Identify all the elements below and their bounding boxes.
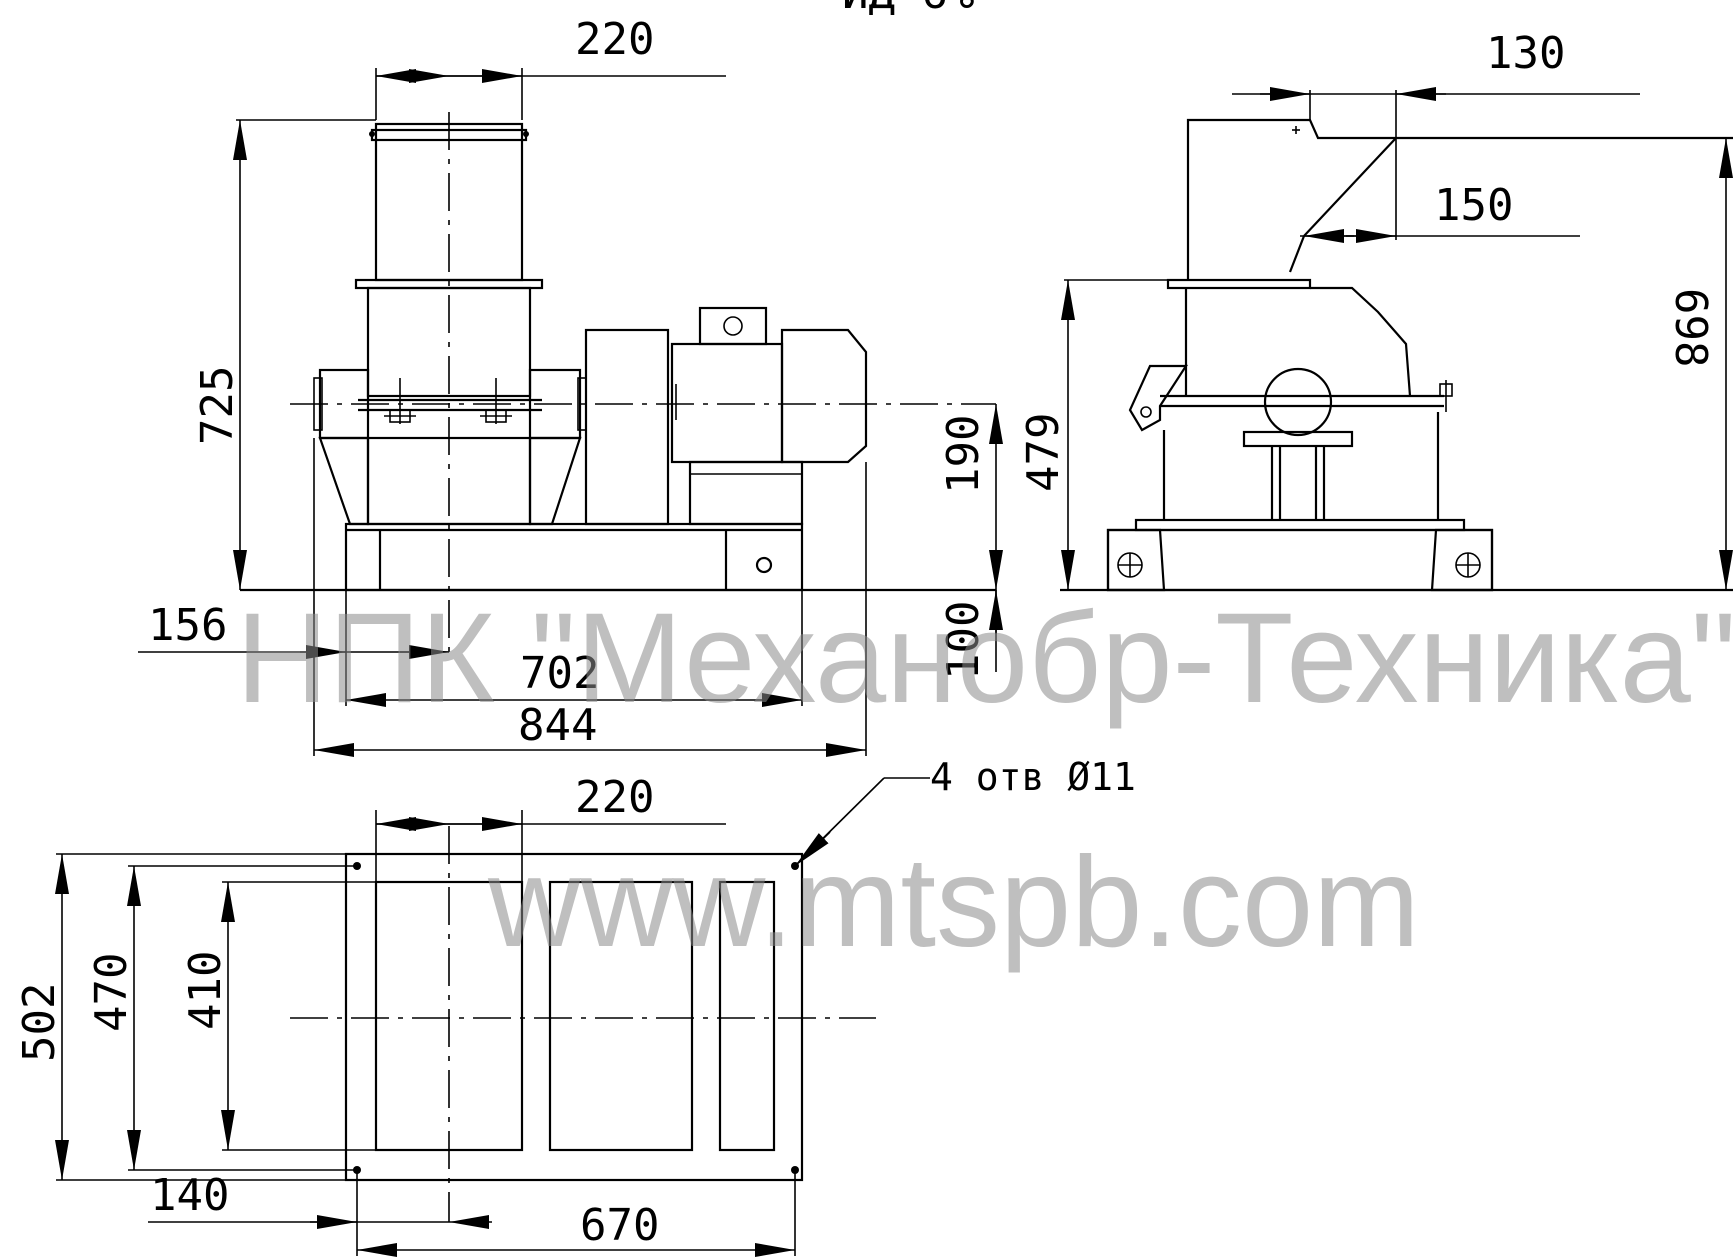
dim-hole-spacing-width: 470 <box>86 953 137 1032</box>
watermark-site: www.mtspb.com <box>487 831 1420 974</box>
dim-inlet-width-front: 220 <box>575 14 654 65</box>
dim-body-height: 479 <box>1018 413 1069 492</box>
dim-overall-width: 502 <box>14 983 65 1062</box>
dim-inlet-offset: 150 <box>1434 180 1513 231</box>
plan-view: 220 4 отв Ø11 502 470 410 140 670 <box>14 755 1136 1257</box>
header-fragment: ИД 6% <box>842 0 974 19</box>
dim-inner-width: 410 <box>180 951 231 1030</box>
dim-axis-offset-front: 156 <box>148 600 227 651</box>
dim-axis-offset-plan: 140 <box>150 1170 229 1221</box>
front-view: 220 725 190 100 156 702 844 <box>138 14 1003 757</box>
dim-axis-height: 190 <box>938 415 989 494</box>
watermark-company: НПК "Механобр-Техника" <box>236 587 1733 730</box>
side-view: 130 150 698 479 <box>1018 28 1733 592</box>
dim-inlet-width-plan: 220 <box>575 772 654 823</box>
dim-hole-spacing-length: 670 <box>580 1200 659 1251</box>
holes-note: 4 отв Ø11 <box>930 755 1136 799</box>
dim-top-offset: 130 <box>1486 28 1565 79</box>
dim-frame-height: 100 <box>938 601 989 680</box>
dim-frame-length: 702 <box>520 648 599 699</box>
dim-overall-height-label: 698 <box>1665 288 1716 367</box>
dim-total-height: 725 <box>192 366 243 445</box>
dim-overall-length: 844 <box>518 700 597 751</box>
